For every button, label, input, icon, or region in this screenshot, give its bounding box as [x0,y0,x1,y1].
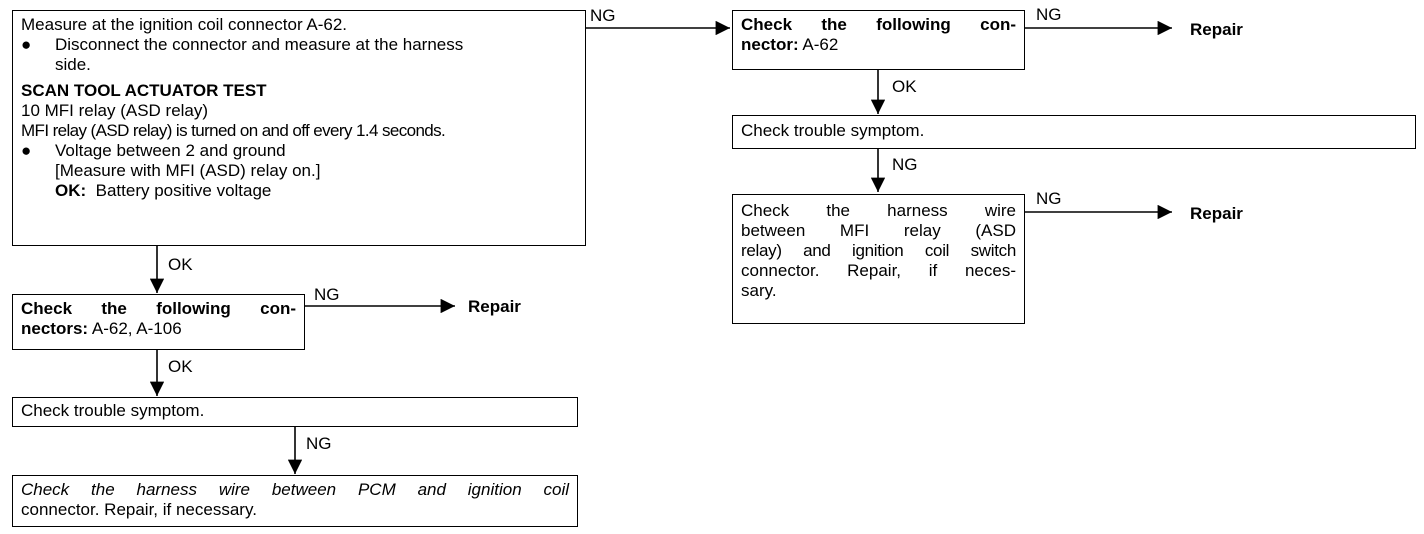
measure-instruction: Measure at the ignition coil connector A… [21,15,348,34]
ok-criteria: OK: Battery positive voltage [21,181,577,201]
bullet-disconnect-cont: side. [55,55,91,74]
right-harness-line2: between MFI relay (ASD [741,221,1016,240]
repair-left: Repair [468,297,521,316]
left-check-line2-rest: A-62, A-106 [91,319,182,338]
right-harness-line1: Check the harness wire [741,201,1016,220]
left-harness-box: Check the harness wire between PCM and i… [12,475,578,527]
bullet-voltage-text: Voltage between 2 and ground [55,141,286,160]
right-trouble-text: Check trouble symptom. [741,121,925,140]
left-check-line2-bold: nectors: [21,319,89,338]
repair-right-1: Repair [1190,20,1243,39]
right-check-line2-bold: nector: [741,35,799,54]
left-trouble-box: Check trouble symptom. [12,397,578,427]
left-check-line1: Check the following con- [21,299,296,318]
right-check-line2: nector: A-62 [741,35,1016,55]
bullet-icon: ● [21,141,32,160]
right-check-connector-box: Check the following con- nector: A-62 [732,10,1025,70]
right-check-line2-rest: A-62 [802,35,839,54]
ng-label-left-1: NG [314,285,340,304]
bullet-disconnect-text: Disconnect the connector and measure at … [55,35,464,54]
relay-line: 10 MFI relay (ASD relay) [21,101,209,120]
right-trouble-box: Check trouble symptom. [732,115,1416,149]
measure-step-box: Measure at the ignition coil connector A… [12,10,586,246]
bullet-disconnect: ● Disconnect the connector and measure at… [21,35,577,55]
left-harness-line1: Check the harness wire between PCM and i… [21,480,569,499]
bullet-icon: ● [21,35,32,54]
bullet-voltage-cont: [Measure with MFI (ASD) relay on.] [55,161,321,180]
ng-label-right-3: NG [1036,189,1062,208]
bullet-voltage: ● Voltage between 2 and ground [21,141,577,161]
ok-label-left-2: OK [168,357,193,376]
left-trouble-text: Check trouble symptom. [21,401,205,420]
ng-label-main: NG [590,6,616,25]
ok-value: Battery positive voltage [95,181,272,200]
right-harness-line4: connector. Repair, if neces- [741,261,1016,280]
left-harness-line2: connector. Repair, if necessary. [21,500,257,519]
ng-label-left-2: NG [306,434,332,453]
right-check-line1: Check the following con- [741,15,1016,34]
repair-right-2: Repair [1190,204,1243,223]
ng-label-right-2: NG [892,155,918,174]
ok-label: OK: [55,181,87,200]
scan-tool-heading: SCAN TOOL ACTUATOR TEST [21,81,267,100]
ok-label-right: OK [892,77,917,96]
ng-label-right-1: NG [1036,5,1062,24]
right-harness-line3: relay) and ignition coil switch [741,241,1016,260]
right-harness-box: Check the harness wire between MFI relay… [732,194,1025,324]
toggle-line: MFI relay (ASD relay) is turned on and o… [21,121,446,140]
ok-label-left-1: OK [168,255,193,274]
left-check-connectors-box: Check the following con- nectors: A-62, … [12,294,305,350]
left-check-line2: nectors: A-62, A-106 [21,319,296,339]
right-harness-line5: sary. [741,281,777,300]
